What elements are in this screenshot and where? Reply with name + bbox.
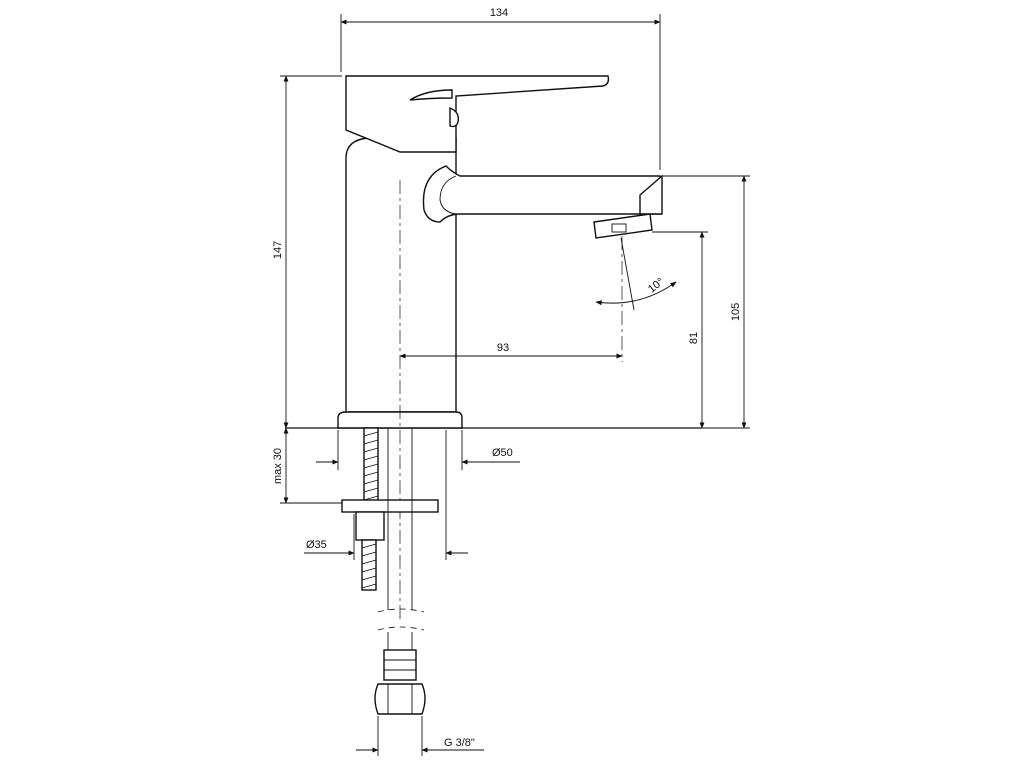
mounting-plate — [341, 499, 439, 513]
dim-outlet-clearance: 81 — [652, 231, 708, 429]
dim-base-diameter: Ø50 — [316, 430, 520, 470]
dim-label-base-diameter: Ø50 — [492, 447, 513, 459]
dim-spray-angle: 10° — [595, 237, 677, 311]
lever-handle — [345, 75, 610, 153]
aerator — [593, 213, 653, 239]
lever-notch — [409, 89, 453, 101]
dim-total-height: 147 — [272, 75, 342, 429]
dim-label-overall-width: 134 — [490, 7, 508, 19]
dim-label-total-height: 147 — [272, 241, 284, 259]
lower-rod — [361, 539, 377, 591]
dim-spout-height: 105 — [662, 175, 750, 429]
base-ring — [337, 411, 463, 429]
hose-ferrule — [383, 649, 417, 681]
dim-max-countertop: max 30 — [272, 427, 342, 504]
hose-break-top — [377, 608, 425, 613]
lower-thread — [361, 543, 377, 589]
spout — [422, 165, 661, 223]
dim-label-hole-diameter: Ø35 — [306, 539, 327, 551]
mounting-assembly — [341, 427, 439, 715]
spout-bend-inner — [439, 175, 457, 215]
dim-label-outlet-clearance: 81 — [688, 332, 700, 344]
dim-connection-thread: G 3/8" — [356, 716, 484, 756]
dim-hole-diameter: Ø35 — [304, 430, 468, 560]
hose-break-bottom — [377, 626, 425, 631]
hex-nut — [374, 683, 426, 715]
dim-label-spout-height: 105 — [730, 303, 742, 321]
dim-label-connection-thread: G 3/8" — [444, 737, 475, 749]
faucet-body — [285, 75, 702, 429]
aerator-slot — [611, 223, 627, 233]
dim-label-max-countertop: max 30 — [272, 448, 284, 484]
dim-label-spray-angle: 10° — [646, 276, 667, 296]
lever-knob — [449, 106, 460, 128]
mounting-nut — [355, 511, 385, 541]
spout-tip — [639, 174, 663, 215]
dim-overall-width: 134 — [340, 7, 661, 170]
dim-label-spout-reach: 93 — [497, 342, 509, 354]
